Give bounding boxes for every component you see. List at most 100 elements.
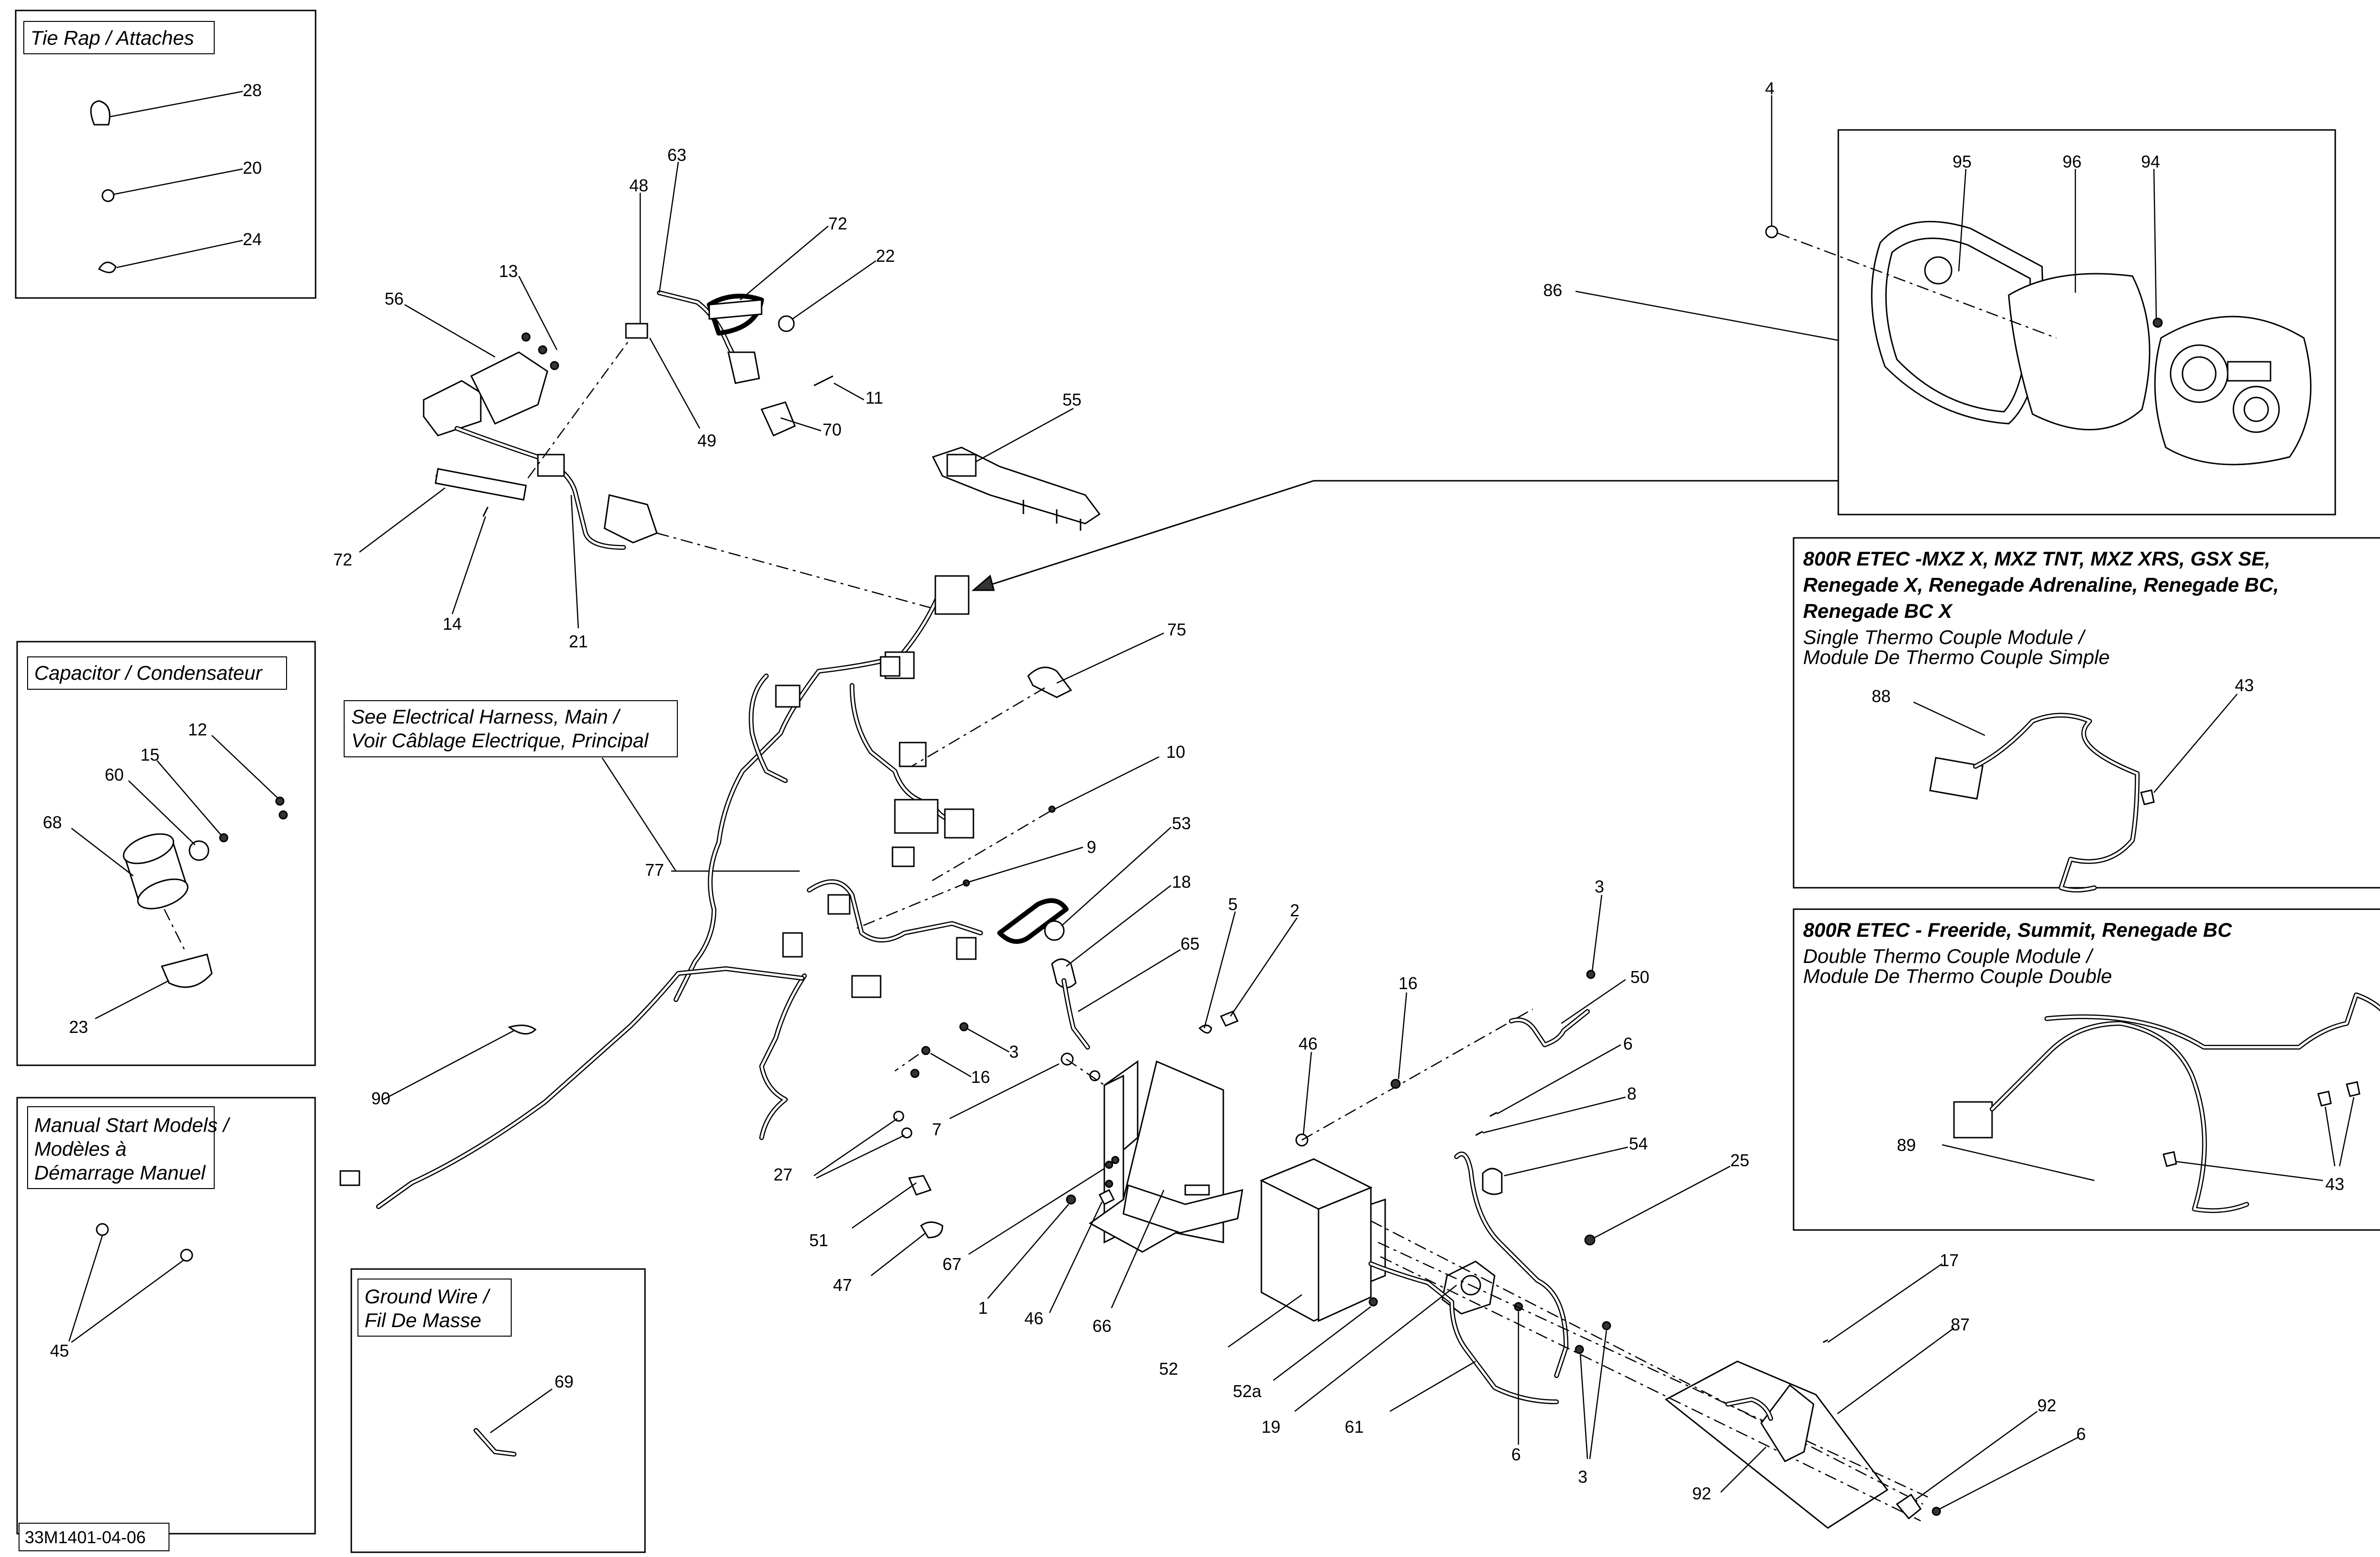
callout-67: 67 <box>942 1254 962 1274</box>
capacitor-icon <box>123 796 288 910</box>
callout-6c: 6 <box>2076 1424 2086 1444</box>
double-module-box: 800R ETEC - Freeride, Summit, Renegade B… <box>1793 908 2380 1231</box>
callout-3a: 3 <box>1009 1042 1019 1061</box>
callout-89: 89 <box>1897 1135 1916 1155</box>
see-harness-line1: See Electrical Harness, Main / <box>351 705 621 728</box>
capacitor-bracket-icon <box>160 953 213 988</box>
callout-25: 25 <box>1730 1150 1749 1170</box>
callout-28: 28 <box>243 80 262 100</box>
callout-20: 20 <box>243 158 262 178</box>
callout-9: 9 <box>1087 837 1096 857</box>
see-harness-line2: Voir Câblage Electrique, Principal <box>351 729 649 752</box>
callout-55: 55 <box>1062 390 1081 409</box>
callout-1: 1 <box>978 1298 988 1318</box>
callout-22: 22 <box>876 246 895 266</box>
ground-wire-box: Ground Wire / Fil De Masse 69 <box>350 1268 646 1553</box>
callout-11: 11 <box>865 388 883 407</box>
callout-72a: 72 <box>828 214 847 233</box>
manual-start-clip-icon-2 <box>180 1249 193 1262</box>
callout-52: 52 <box>1159 1359 1178 1378</box>
callout-65: 65 <box>1180 934 1200 953</box>
callout-46a: 46 <box>1024 1309 1043 1328</box>
callout-69: 69 <box>555 1372 574 1391</box>
callout-43b: 43 <box>2325 1174 2344 1194</box>
single-module-line3: Renegade BC X <box>1803 600 1954 622</box>
bracket-assembly-icon <box>1089 1060 1243 1253</box>
callout-6b: 6 <box>1511 1445 1521 1464</box>
tie-clip-icon <box>101 189 115 202</box>
callout-88: 88 <box>1872 686 1891 706</box>
callout-94: 94 <box>2141 152 2160 171</box>
tie-wrap-icon <box>90 100 110 126</box>
callout-96: 96 <box>2063 152 2082 171</box>
callout-8: 8 <box>1627 1084 1636 1103</box>
manual-start-clip-icon <box>96 1223 109 1236</box>
callout-92b: 92 <box>2037 1396 2056 1415</box>
callout-56: 56 <box>385 289 404 308</box>
manual-start-line3: Démarrage Manuel <box>34 1161 206 1184</box>
single-module-line2: Renegade X, Renegade Adrenaline, Renegad… <box>1803 574 2279 596</box>
callout-15: 15 <box>140 745 159 764</box>
callout-77: 77 <box>645 860 664 880</box>
handlebar-switch-assembly <box>423 332 658 550</box>
callout-4: 4 <box>1765 79 1775 98</box>
callout-16a: 16 <box>971 1067 990 1087</box>
nut-4-icon <box>1765 225 1778 238</box>
ground-wire-line1: Ground Wire / <box>365 1285 491 1308</box>
callout-12: 12 <box>188 720 207 739</box>
callout-70: 70 <box>823 420 842 439</box>
single-module-icon <box>1929 713 2140 893</box>
callout-2: 2 <box>1290 901 1299 920</box>
tie-rap-box: Tie Rap / Attaches 28 20 24 <box>15 10 317 299</box>
callout-3d: 3 <box>1578 1467 1587 1487</box>
connector-55-icon <box>932 446 1101 531</box>
capacitor-box: Capacitor / Condensateur 68 60 15 12 23 <box>16 641 316 1066</box>
callout-75: 75 <box>1167 620 1186 639</box>
callout-21: 21 <box>569 632 588 651</box>
callout-52a: 52a <box>1233 1381 1262 1401</box>
gauge-screw-icon <box>2152 317 2163 328</box>
callout-43a: 43 <box>2235 675 2254 695</box>
callout-16c: 16 <box>1398 973 1418 993</box>
double-module-line1: 800R ETEC - Freeride, Summit, Renegade B… <box>1803 919 2232 941</box>
oring-22 <box>778 315 795 332</box>
main-harness-icon <box>339 575 1072 1209</box>
manual-start-box: Manual Start Models / Modèles à Démarrag… <box>16 1097 316 1535</box>
callout-46b: 46 <box>1299 1034 1318 1053</box>
callout-47: 47 <box>833 1275 852 1295</box>
capacitor-title: Capacitor / Condensateur <box>34 662 263 684</box>
callout-19: 19 <box>1261 1417 1280 1437</box>
callout-24: 24 <box>243 229 262 249</box>
callout-92a: 92 <box>1692 1484 1711 1503</box>
single-module-sub2: Module De Thermo Couple Simple <box>1803 646 2110 668</box>
callout-61: 61 <box>1345 1417 1364 1437</box>
single-module-clip-icon <box>2140 789 2155 805</box>
callout-18: 18 <box>1172 872 1191 892</box>
callout-45: 45 <box>50 1341 69 1360</box>
manual-start-line2: Modèles à <box>34 1138 127 1160</box>
callout-23: 23 <box>69 1017 88 1037</box>
callout-50: 50 <box>1630 967 1649 987</box>
ecu-52-icon <box>1259 1158 1386 1322</box>
callout-68: 68 <box>43 813 62 832</box>
callout-60: 60 <box>105 765 124 784</box>
callout-49: 49 <box>697 431 716 450</box>
callout-3c: 3 <box>1595 877 1604 896</box>
callout-54: 54 <box>1629 1134 1648 1153</box>
single-module-box: 800R ETEC -MXZ X, MXZ TNT, MXZ XRS, GSX … <box>1793 537 2380 893</box>
callout-66: 66 <box>1092 1316 1111 1336</box>
callout-14: 14 <box>443 614 462 634</box>
callout-86: 86 <box>1543 280 1562 300</box>
callout-5: 5 <box>1228 894 1238 914</box>
gauge-lens-icon <box>2008 273 2151 431</box>
diagram-code: 33M1401-04-06 <box>25 1527 146 1547</box>
tie-rap-title: Tie Rap / Attaches <box>30 27 194 49</box>
double-module-sub2: Module De Thermo Couple Double <box>1803 965 2112 987</box>
ground-wire-line2: Fil De Masse <box>365 1309 481 1331</box>
tie-mount-icon <box>98 261 117 273</box>
connector-70 <box>760 401 796 436</box>
callout-51: 51 <box>809 1230 828 1250</box>
callout-10: 10 <box>1166 742 1185 762</box>
see-harness-label: See Electrical Harness, Main / Voir Câbl… <box>344 700 800 880</box>
